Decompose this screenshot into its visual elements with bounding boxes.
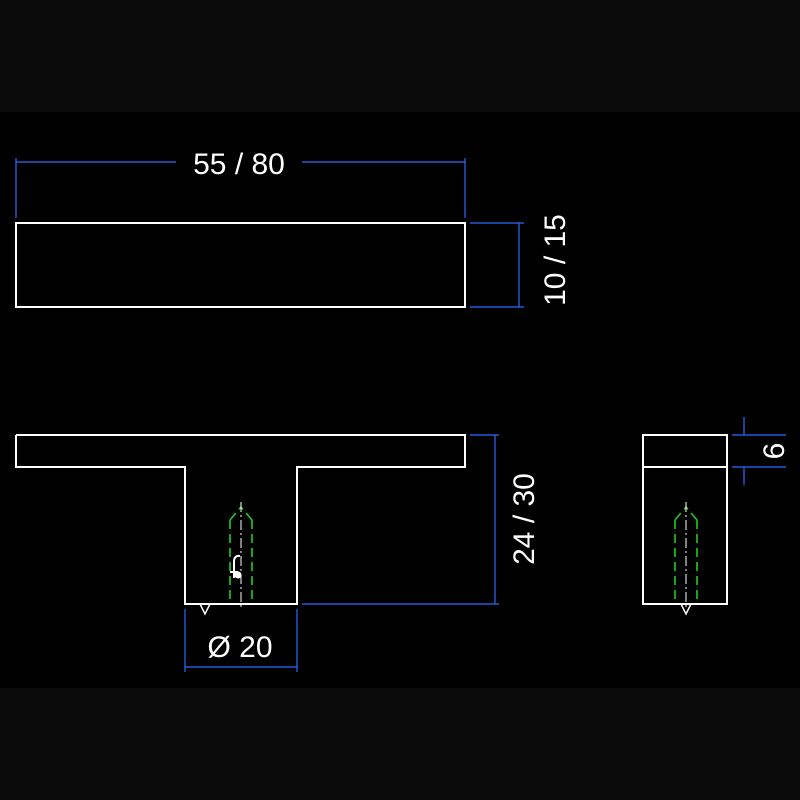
screw-symbol-icon bbox=[230, 554, 242, 579]
length-dimension bbox=[15, 158, 466, 218]
diameter-dimension bbox=[184, 609, 298, 672]
side-screw-tip-left bbox=[674, 506, 687, 521]
overall-height-dimension bbox=[302, 434, 499, 605]
height-top-dimension bbox=[470, 222, 524, 308]
length-dimension-label: 55 / 80 bbox=[193, 148, 285, 181]
front-hidden-screw bbox=[229, 506, 253, 604]
side-hidden-screw bbox=[674, 506, 698, 604]
side-bottom-point-marker bbox=[680, 603, 692, 616]
overall-height-dimension-label: 24 / 30 bbox=[508, 473, 541, 565]
drawing-area bbox=[0, 112, 800, 688]
side-view-outline bbox=[642, 434, 728, 605]
side-depth-dimension bbox=[732, 417, 786, 485]
front-screw-tip-right bbox=[240, 506, 253, 521]
front-view-outline bbox=[15, 434, 466, 605]
side-depth-dimension-label: 6 bbox=[758, 443, 791, 460]
side-view: 6 bbox=[642, 417, 791, 616]
height-top-dimension-label: 10 / 15 bbox=[539, 214, 572, 306]
front-view: 24 / 30 Ø 20 bbox=[15, 434, 541, 672]
top-view: 55 / 80 10 / 15 bbox=[15, 148, 572, 308]
front-bottom-point-marker bbox=[199, 603, 211, 616]
top-view-outline bbox=[15, 222, 466, 308]
diameter-dimension-label: Ø 20 bbox=[207, 631, 272, 664]
front-screw-tip-left bbox=[229, 506, 242, 521]
side-screw-tip-right bbox=[685, 506, 698, 521]
